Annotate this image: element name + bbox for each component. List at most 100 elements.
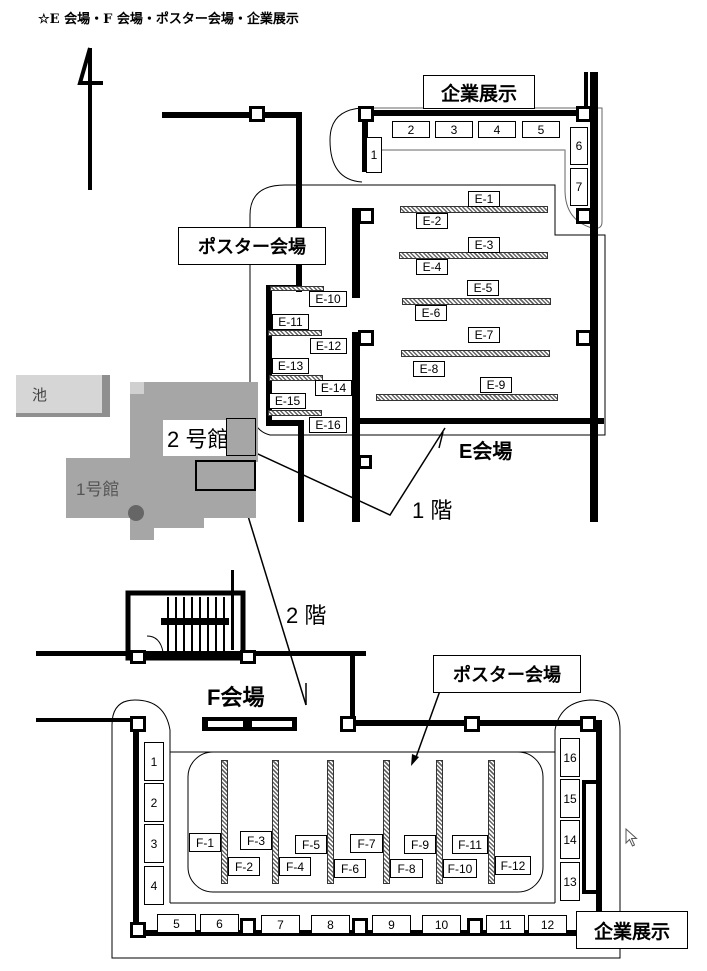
exhibit-booth-bottom[interactable]: 1 bbox=[144, 742, 164, 781]
poster-e-12[interactable]: E-12 bbox=[310, 338, 347, 354]
pillar bbox=[576, 106, 592, 122]
mouse-pointer-icon bbox=[625, 828, 638, 847]
building-1-wing bbox=[150, 500, 204, 528]
poster-e-5[interactable]: E-5 bbox=[467, 280, 499, 296]
poster-f-11[interactable]: F-11 bbox=[452, 835, 488, 854]
e-hall-label: E会場 bbox=[459, 441, 513, 463]
pond-label: 池 bbox=[16, 375, 102, 413]
exhibit-booth-bottom[interactable]: 4 bbox=[144, 866, 164, 905]
poster-f-8[interactable]: F-8 bbox=[390, 859, 423, 878]
poster-e-3[interactable]: E-3 bbox=[468, 237, 500, 253]
poster-e-10[interactable]: E-10 bbox=[309, 291, 347, 307]
exhibit-booth-top[interactable]: 1 bbox=[366, 137, 382, 173]
page-title: ☆E 会場・F 会場・ポスター会場・企業展示 bbox=[38, 12, 299, 27]
pillar bbox=[358, 330, 374, 346]
f-hall-label: F会場 bbox=[207, 685, 265, 710]
exhibit-booth-bottom[interactable]: 10 bbox=[422, 915, 461, 934]
poster-board bbox=[268, 330, 322, 336]
poster-e-13[interactable]: E-13 bbox=[272, 358, 309, 374]
pillar bbox=[240, 918, 256, 936]
pillar bbox=[130, 716, 146, 732]
poster-f-2[interactable]: F-2 bbox=[228, 857, 260, 876]
poster-e-7[interactable]: E-7 bbox=[468, 327, 500, 343]
exhibit-booth-bottom[interactable]: 5 bbox=[157, 914, 196, 933]
poster-f-3[interactable]: F-3 bbox=[240, 831, 272, 850]
pillar bbox=[240, 650, 256, 664]
poster-board bbox=[436, 760, 443, 884]
exhibit-booth-bottom[interactable]: 14 bbox=[560, 820, 580, 859]
poster-e-2[interactable]: E-2 bbox=[416, 213, 448, 229]
exhibit-booth-bottom[interactable]: 16 bbox=[560, 738, 580, 777]
poster-board bbox=[268, 410, 322, 416]
floor-1-label: 1 階 bbox=[412, 498, 453, 523]
building-2-f-hall-area[interactable] bbox=[195, 460, 256, 491]
poster-f-10[interactable]: F-10 bbox=[443, 859, 477, 878]
poster-e-16[interactable]: E-16 bbox=[309, 417, 347, 433]
exhibit-booth-top[interactable]: 4 bbox=[478, 121, 516, 138]
poster-f-12[interactable]: F-12 bbox=[495, 856, 531, 875]
building-2-label: 2 号館 bbox=[163, 420, 234, 456]
poster-board bbox=[270, 286, 324, 291]
pillar bbox=[467, 918, 483, 936]
poster-e-8[interactable]: E-8 bbox=[413, 361, 445, 377]
poster-e-9[interactable]: E-9 bbox=[480, 377, 512, 393]
poster-e-1[interactable]: E-1 bbox=[468, 191, 500, 207]
poster-f-5[interactable]: F-5 bbox=[295, 835, 327, 854]
pillar bbox=[580, 716, 596, 732]
exhibit-booth-top[interactable]: 3 bbox=[435, 121, 473, 138]
poster-e-14[interactable]: E-14 bbox=[315, 380, 352, 396]
poster-venue-label-top: ポスター会場 bbox=[178, 227, 326, 265]
poster-board bbox=[488, 760, 495, 884]
poster-board bbox=[272, 760, 279, 884]
poster-board bbox=[221, 760, 228, 884]
exhibit-booth-bottom[interactable]: 6 bbox=[200, 914, 239, 933]
poster-board bbox=[400, 206, 548, 213]
exhibit-booth-top[interactable]: 7 bbox=[570, 168, 588, 206]
exhibit-booth-top[interactable]: 6 bbox=[570, 127, 588, 165]
exhibit-booth-bottom[interactable]: 11 bbox=[486, 915, 525, 934]
exhibit-booth-bottom[interactable]: 3 bbox=[144, 824, 164, 863]
exhibit-booth-top[interactable]: 5 bbox=[522, 121, 560, 138]
exhibit-booth-top[interactable]: 2 bbox=[392, 121, 430, 138]
poster-f-6[interactable]: F-6 bbox=[334, 859, 366, 878]
poster-f-9[interactable]: F-9 bbox=[404, 835, 436, 854]
exhibit-booth-bottom[interactable]: 8 bbox=[311, 915, 350, 934]
poster-e-11[interactable]: E-11 bbox=[272, 314, 309, 330]
pillar bbox=[358, 208, 374, 224]
pillar bbox=[358, 455, 372, 469]
pond: 池 bbox=[16, 375, 110, 417]
poster-board bbox=[327, 760, 334, 884]
pillar bbox=[130, 922, 146, 938]
pillar bbox=[249, 106, 265, 122]
poster-e-6[interactable]: E-6 bbox=[415, 305, 447, 321]
building-1-label: 1号館 bbox=[76, 480, 120, 499]
floor-2-label: 2 階 bbox=[286, 603, 327, 628]
building-2-e-hall-area[interactable] bbox=[226, 418, 256, 456]
pillar bbox=[576, 330, 592, 346]
exhibit-booth-bottom[interactable]: 15 bbox=[560, 779, 580, 818]
poster-board bbox=[376, 394, 558, 401]
pillar bbox=[358, 106, 374, 122]
poster-f-1[interactable]: F-1 bbox=[189, 833, 221, 852]
exhibit-booth-bottom[interactable]: 12 bbox=[528, 915, 567, 934]
north-arrow-icon bbox=[77, 47, 103, 190]
corporate-exhibit-label-bottom: 企業展示 bbox=[576, 911, 688, 949]
pillar bbox=[464, 716, 480, 732]
pillar bbox=[340, 716, 356, 732]
poster-e-15[interactable]: E-15 bbox=[269, 393, 306, 409]
poster-board bbox=[402, 298, 551, 305]
exhibit-booth-bottom[interactable]: 2 bbox=[144, 783, 164, 822]
pillar bbox=[352, 918, 368, 936]
poster-venue-label-bottom: ポスター会場 bbox=[433, 655, 581, 693]
poster-board bbox=[399, 252, 548, 259]
exhibit-booth-bottom[interactable]: 13 bbox=[560, 862, 580, 901]
exhibit-booth-bottom[interactable]: 7 bbox=[261, 915, 300, 934]
poster-e-4[interactable]: E-4 bbox=[416, 259, 448, 275]
poster-f-7[interactable]: F-7 bbox=[350, 834, 383, 853]
poster-f-4[interactable]: F-4 bbox=[279, 857, 311, 876]
entrance-marker-icon bbox=[128, 505, 144, 521]
pillar bbox=[576, 208, 592, 224]
exhibit-booth-bottom[interactable]: 9 bbox=[372, 915, 411, 934]
pillar bbox=[130, 650, 146, 664]
